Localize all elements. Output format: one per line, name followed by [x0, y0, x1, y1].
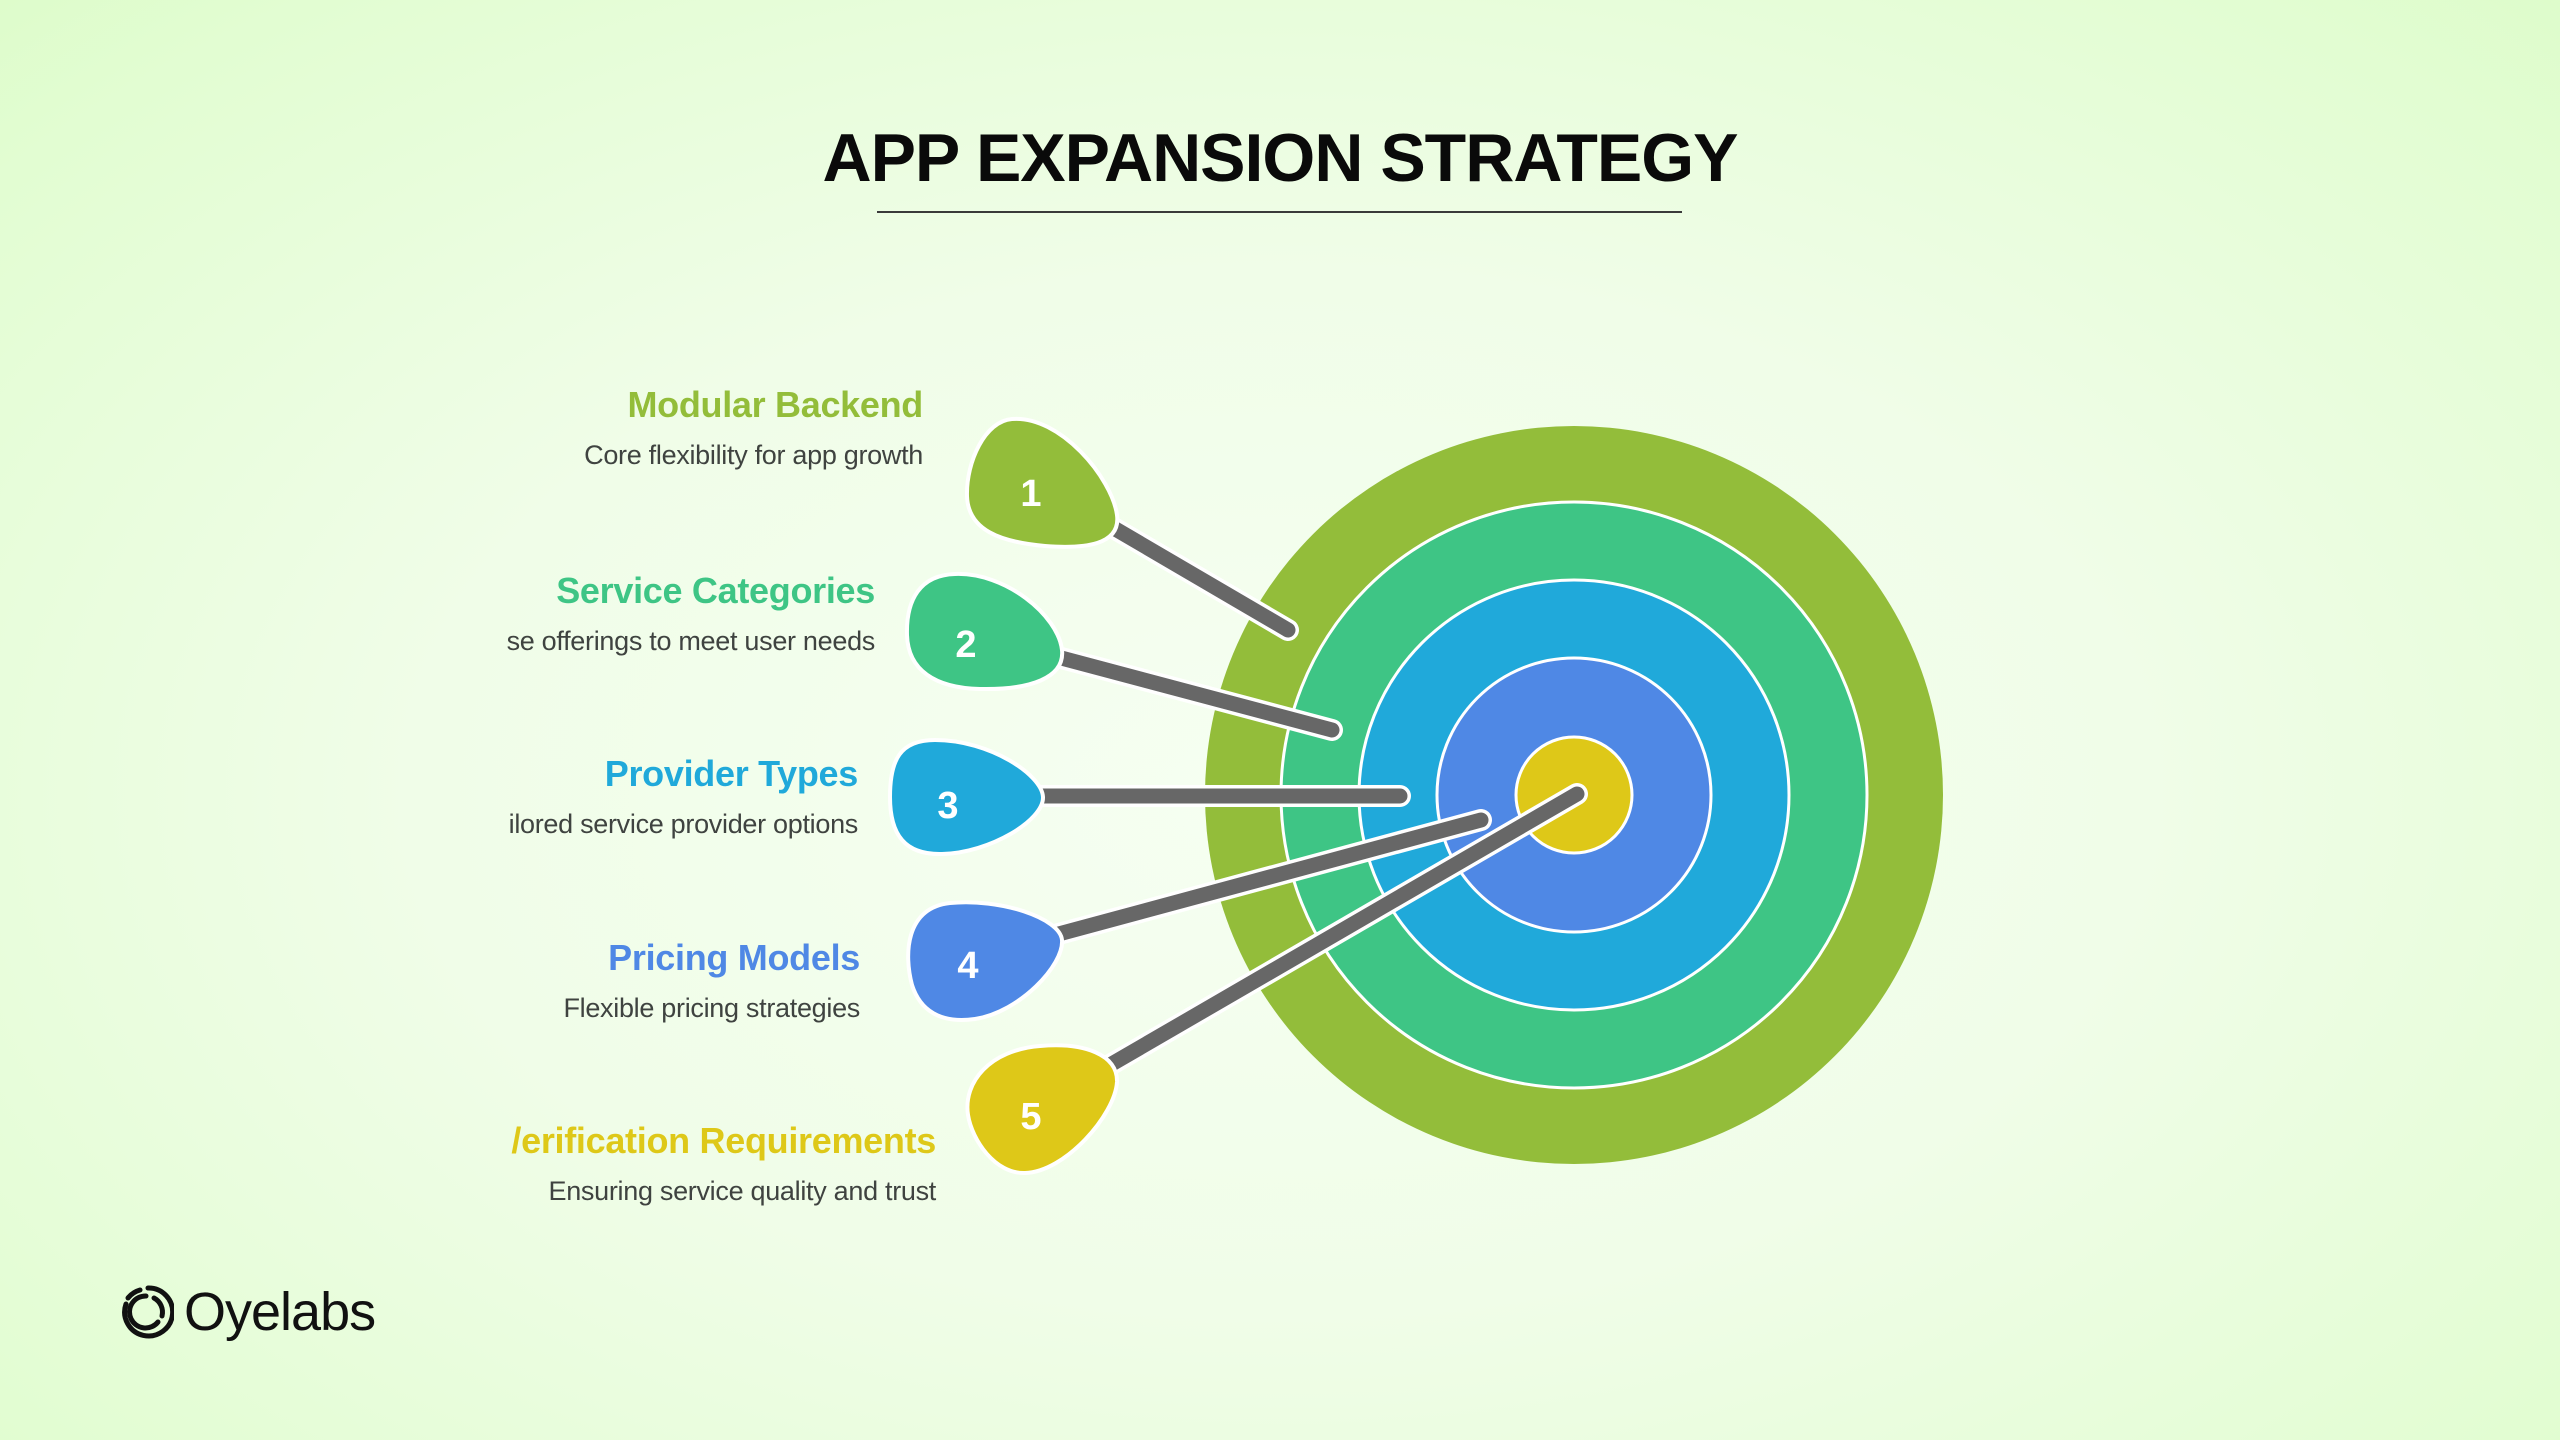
title-underline	[877, 211, 1682, 213]
item-subtitle: Flexible pricing strategies	[563, 993, 860, 1023]
item-subtitle: Core flexibility for app growth	[584, 440, 923, 470]
brand-logo: Oyelabs	[118, 1282, 376, 1342]
dart-pin-5[interactable]: 5	[965, 1043, 1120, 1176]
dart-pin-4[interactable]: 4	[906, 900, 1065, 1022]
logo-text: Oyelabs	[184, 1282, 376, 1342]
item-service-categories: Service Categories se offerings to meet …	[506, 570, 876, 657]
item-title: Pricing Models	[608, 937, 860, 978]
dart-pin-2[interactable]: 2	[904, 571, 1065, 692]
dart-pin-3[interactable]: 3	[887, 737, 1046, 857]
item-modular-backend: Modular Backend Core flexibility for app…	[584, 385, 923, 471]
pin-number-3: 3	[937, 785, 958, 827]
dart-shafts	[1024, 509, 1588, 1076]
item-provider-types: Provider Types ilored service provider o…	[508, 753, 859, 840]
item-title: Modular Backend	[627, 384, 923, 425]
pin-number-1: 1	[1020, 473, 1041, 515]
labels-region: Modular Backend Core flexibility for app…	[475, 0, 975, 1440]
item-verification-requirements: /erification Requirements Ensuring servi…	[511, 1121, 936, 1207]
page-title: APP EXPANSION STRATEGY	[822, 120, 1738, 196]
item-title: /erification Requirements	[511, 1120, 936, 1161]
item-title: Provider Types	[604, 753, 859, 794]
pin-number-2: 2	[955, 624, 976, 666]
oyelabs-ring-icon	[122, 1285, 174, 1339]
dart-shaft-4	[1047, 812, 1489, 943]
item-title: Service Categories	[556, 570, 875, 611]
dart-shaft-2	[1042, 647, 1340, 738]
item-subtitle: ilored service provider options	[508, 809, 859, 839]
item-subtitle: se offerings to meet user needs	[506, 626, 876, 656]
dart-shaft-5	[1102, 786, 1585, 1073]
item-pricing-models: Pricing Models Flexible pricing strategi…	[563, 938, 860, 1024]
item-subtitle: Ensuring service quality and trust	[548, 1176, 937, 1206]
pin-number-4: 4	[957, 945, 978, 987]
pin-number-5: 5	[1020, 1096, 1041, 1138]
dart-shaft-1	[1092, 512, 1296, 638]
dart-pin-1[interactable]: 1	[964, 416, 1120, 549]
